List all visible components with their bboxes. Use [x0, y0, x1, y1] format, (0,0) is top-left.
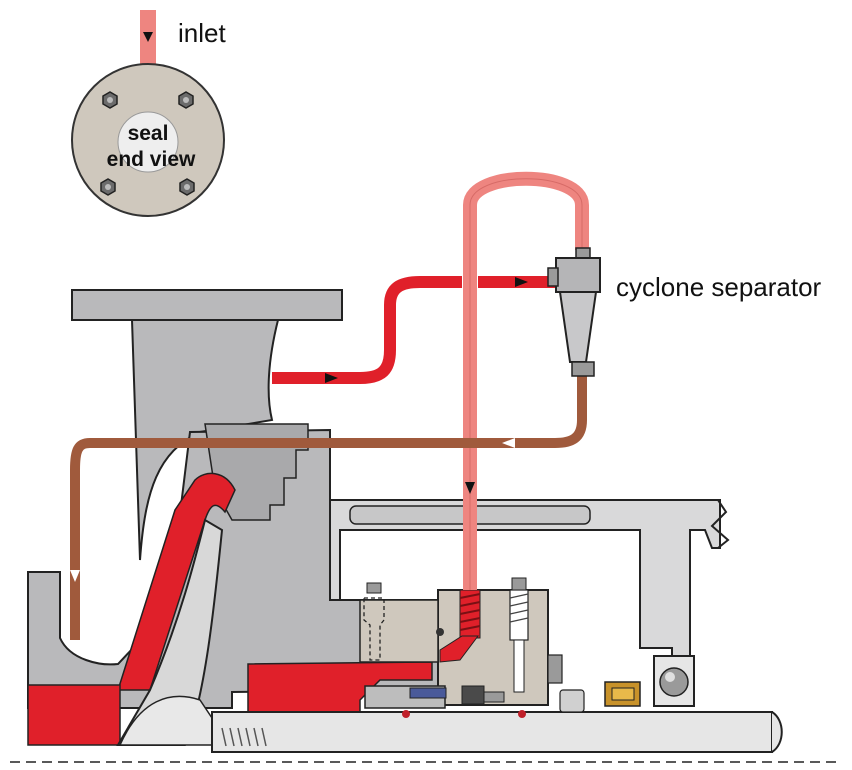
process-fluid — [27, 472, 433, 746]
volute-fluid — [27, 684, 121, 746]
cyclone-bottom-cap — [571, 361, 595, 377]
hex-bolt-icon — [178, 91, 194, 109]
gland-bolt — [547, 654, 563, 684]
o-ring — [402, 710, 410, 718]
hex-bolt-icon — [102, 91, 118, 109]
vent-passage — [513, 639, 525, 693]
cyclone-cone — [558, 291, 598, 363]
o-ring — [436, 628, 444, 636]
flow-arrow-icon — [465, 482, 475, 494]
flush-port-thread — [459, 593, 481, 631]
inlet-label: inlet — [178, 18, 226, 48]
seal-face-blue — [409, 687, 447, 699]
dirty-return-line — [70, 375, 587, 640]
seal-end-view: seal end view — [71, 10, 225, 217]
clean-flush-line-edge — [469, 178, 583, 590]
flow-arrow-icon — [325, 373, 338, 383]
inlet-arrow-icon — [143, 32, 153, 42]
frame-break — [710, 499, 730, 549]
gland-inner — [359, 599, 439, 663]
flow-arrow-icon — [515, 277, 528, 287]
discharge-flush-line — [272, 276, 462, 384]
shaft-thread — [221, 727, 267, 747]
bolt-head — [366, 582, 382, 594]
hex-bolt-icon — [100, 178, 116, 196]
shaft-body — [211, 711, 773, 753]
impeller-hub — [118, 695, 232, 746]
cyclone-separator-label: cyclone separator — [616, 272, 822, 302]
seal-collar — [483, 691, 505, 703]
seal-bore — [117, 111, 179, 173]
hidden-bolt — [363, 597, 385, 661]
seal-gland — [359, 577, 585, 718]
hex-bolt-icon — [179, 178, 195, 196]
vent-port-thread — [509, 593, 529, 623]
discharge-flange — [71, 289, 343, 321]
flow-arrow-icon — [70, 570, 80, 582]
cyclone-head — [555, 257, 601, 293]
o-ring — [518, 710, 526, 718]
lip-seal — [604, 681, 641, 707]
seal-end-view-label-line2: end view — [107, 148, 196, 171]
flow-arrow-icon — [502, 438, 515, 448]
cyclone-separator — [547, 247, 601, 377]
seal-end-view-label-line1: seal — [128, 122, 169, 145]
ball-bearing-icon — [653, 655, 695, 707]
seal-face-dark — [461, 685, 485, 705]
cyclone-inlet-stub — [547, 267, 559, 287]
gland-nut — [559, 689, 585, 713]
flush-channel — [439, 635, 479, 663]
shaft-end — [771, 711, 783, 753]
shaft — [10, 711, 842, 763]
vent-bolt-head — [511, 577, 527, 591]
